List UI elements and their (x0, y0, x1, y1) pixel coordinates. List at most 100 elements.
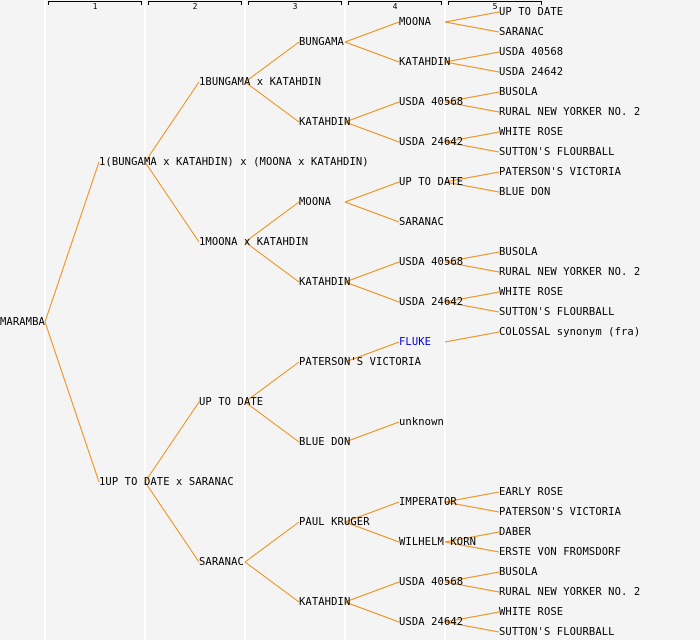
connector-line (444, 291, 500, 303)
connector-line (344, 101, 400, 123)
pedigree-node: KATAHDIN (299, 116, 351, 128)
pedigree-node: WHITE ROSE (499, 126, 564, 138)
connector-line (444, 331, 500, 343)
column-number: 5 (492, 2, 498, 11)
connector-line (444, 101, 500, 113)
connector-line (144, 481, 200, 563)
connector-line (344, 421, 400, 443)
pedigree-node: 1BUNGAMA x KATAHDIN (199, 76, 322, 88)
pedigree-node: USDA 40568 (399, 96, 464, 108)
pedigree-node: EARLY ROSE (499, 486, 564, 498)
generation-column-5: 5 (448, 1, 542, 11)
pedigree-node: USDA 24642 (399, 136, 464, 148)
pedigree-node: DABER (499, 526, 532, 538)
pedigree-node: WHITE ROSE (499, 286, 564, 298)
connector-line (44, 321, 100, 483)
column-number: 2 (192, 2, 198, 11)
connector-line (344, 21, 400, 43)
connector-line (244, 41, 300, 83)
connector-line (444, 171, 500, 183)
connector-line (144, 81, 200, 163)
connector-line (344, 521, 400, 543)
pedigree-node: BUSOLA (499, 246, 538, 258)
connector-line (444, 181, 500, 193)
connector-line (444, 91, 500, 103)
pedigree-node: BUNGAMA (299, 36, 344, 48)
pedigree-node: WILHELM KORN (399, 536, 477, 548)
pedigree-node: 1MOONA x KATAHDIN (199, 236, 309, 248)
pedigree-node: SARANAC (399, 216, 444, 228)
connector-line (344, 41, 400, 63)
column-bracket (448, 1, 542, 5)
connector-line (444, 11, 500, 23)
connector-line (444, 301, 500, 313)
pedigree-node: BLUE DON (499, 186, 551, 198)
pedigree-node: unknown (399, 416, 444, 428)
column-bracket (48, 1, 142, 5)
pedigree-node: KATAHDIN (299, 596, 351, 608)
column-bracket (148, 1, 242, 5)
connector-line (244, 521, 300, 563)
connector-line (444, 621, 500, 633)
column-separator (344, 0, 346, 640)
column-bracket (248, 1, 342, 5)
root-cultivar: MARAMBA (0, 316, 45, 328)
pedigree-node: MOONA (299, 196, 332, 208)
pedigree-node: PATERSON'S VICTORIA (499, 166, 622, 178)
connector-line (344, 601, 400, 623)
pedigree-node: 1(BUNGAMA x KATAHDIN) x (MOONA x KATAHDI… (99, 156, 369, 168)
pedigree-node: USDA 24642 (399, 616, 464, 628)
pedigree-node: PAUL KRUGER (299, 516, 370, 528)
column-bracket (348, 1, 442, 5)
pedigree-node: SUTTON'S FLOURBALL (499, 146, 615, 158)
pedigree-node: PATERSON'S VICTORIA (499, 506, 622, 518)
connector-line (444, 131, 500, 143)
connector-line (244, 241, 300, 283)
connector-line (344, 581, 400, 603)
pedigree-node: UP TO DATE (499, 6, 564, 18)
pedigree-node: SARANAC (499, 26, 544, 38)
connector-line (344, 121, 400, 143)
generation-column-2: 2 (148, 1, 242, 11)
pedigree-node: USDA 40568 (399, 256, 464, 268)
pedigree-node: WHITE ROSE (499, 606, 564, 618)
connector-line (344, 261, 400, 283)
pedigree-node: SUTTON'S FLOURBALL (499, 306, 615, 318)
connector-line (244, 81, 300, 123)
connector-line (244, 201, 300, 243)
pedigree-node: PATERSON'S VICTORIA (299, 356, 422, 368)
connector-line (444, 571, 500, 583)
connector-line (244, 401, 300, 443)
pedigree-node: RURAL NEW YORKER NO. 2 (499, 266, 641, 278)
pedigree-node: SARANAC (199, 556, 244, 568)
connector-line (144, 161, 200, 243)
pedigree-node: KATAHDIN (399, 56, 451, 68)
pedigree-node: MOONA (399, 16, 432, 28)
connector-line (444, 501, 500, 513)
connector-line (344, 201, 400, 223)
pedigree-node: USDA 24642 (399, 296, 464, 308)
column-number: 1 (92, 2, 98, 11)
connector-line (344, 501, 400, 523)
pedigree-node: SUTTON'S FLOURBALL (499, 626, 615, 638)
connector-line (244, 361, 300, 403)
connector-line (344, 341, 400, 363)
generation-column-1: 1 (48, 1, 142, 11)
generation-column-3: 3 (248, 1, 342, 11)
column-separator (444, 0, 446, 640)
connector-line (444, 541, 500, 553)
pedigree-node: 1UP TO DATE x SARANAC (99, 476, 234, 488)
connector-line (44, 161, 100, 323)
pedigree-node: IMPERATOR (399, 496, 457, 508)
connector-line (444, 611, 500, 623)
connector-line (444, 251, 500, 263)
pedigree-node: RURAL NEW YORKER NO. 2 (499, 586, 641, 598)
connector-line (444, 491, 500, 503)
column-separator (44, 0, 46, 640)
connector-line (244, 561, 300, 603)
column-separator (244, 0, 246, 640)
pedigree-node: USDA 40568 (399, 576, 464, 588)
pedigree-node: UP TO DATE (399, 176, 464, 188)
cultivar-link[interactable]: FLUKE (399, 336, 432, 348)
